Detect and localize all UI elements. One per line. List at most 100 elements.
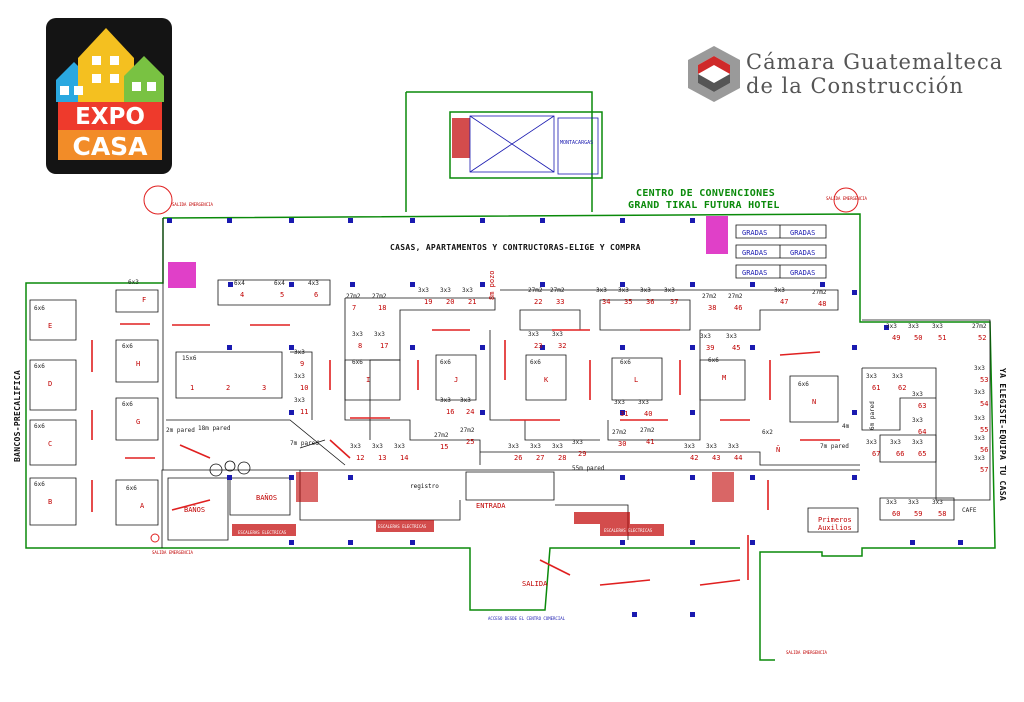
booth-size: 3x3 bbox=[974, 455, 985, 462]
camara-hexagon-icon bbox=[688, 46, 740, 102]
salida-emergencia-4: SALIDA EMERGENCIA bbox=[786, 650, 828, 655]
section-main: CASAS, APARTAMENTOS Y CONTRUCTORAS-ELIGE… bbox=[390, 243, 641, 252]
salida-label: SALIDA bbox=[522, 580, 548, 588]
entrada-label: ENTRADA bbox=[476, 502, 506, 510]
booth-number: 44 bbox=[734, 454, 742, 462]
booth-size: 3x3 bbox=[460, 397, 471, 404]
booth-size: 27m2 bbox=[460, 427, 475, 434]
booth-number: 47 bbox=[780, 298, 788, 306]
booth-number: 8 bbox=[358, 342, 362, 350]
booth-number: 48 bbox=[818, 300, 826, 308]
booth-size: 3x3 bbox=[908, 323, 919, 330]
booth-size: 3x3 bbox=[664, 287, 675, 294]
booth-size: 3x3 bbox=[908, 499, 919, 506]
booth-number: 6 bbox=[314, 291, 318, 299]
booth-number: 36 bbox=[646, 298, 654, 306]
gradas-4: GRADAS bbox=[790, 249, 815, 257]
booth-size: 3x3 bbox=[352, 331, 363, 338]
booth-size: 3x3 bbox=[774, 287, 785, 294]
stand-letter: D bbox=[48, 380, 52, 388]
stand-size: 6x6 bbox=[530, 359, 541, 366]
primeros-label: Primeros bbox=[818, 516, 852, 524]
booth-size: 3x3 bbox=[974, 415, 985, 422]
booth-size: 6x4 bbox=[234, 280, 245, 287]
booth-size: 3x3 bbox=[528, 331, 539, 338]
stand-letter: N bbox=[812, 398, 816, 406]
section-right: YA ELEGISTE-EQUIPA TU CASA bbox=[998, 368, 1007, 501]
booth-number: 12 bbox=[356, 454, 364, 462]
stand-size: 6x6 bbox=[122, 401, 133, 408]
stand-letter: C bbox=[48, 440, 52, 448]
stand-size: 6x6 bbox=[126, 485, 137, 492]
booth-number: 34 bbox=[602, 298, 610, 306]
booth-size: 3x3 bbox=[462, 287, 473, 294]
expocasa-line1: EXPO bbox=[75, 104, 145, 130]
gradas-1: GRADAS bbox=[742, 229, 767, 237]
booth-number: 40 bbox=[644, 410, 652, 418]
booth-size: 27m2 bbox=[612, 429, 627, 436]
gradas-5: GRADAS bbox=[742, 269, 767, 277]
booth-number: 39 bbox=[706, 344, 714, 352]
stand-size: 6x2 bbox=[762, 429, 773, 436]
booth-size: 27m2 bbox=[640, 427, 655, 434]
booth-number: 45 bbox=[732, 344, 740, 352]
escaleras-3: ESCALERAS ELECTRICAS bbox=[604, 528, 653, 533]
booth-number: 11 bbox=[300, 408, 308, 416]
booth-number: 24 bbox=[466, 408, 474, 416]
banos-left: BAÑOS bbox=[184, 505, 205, 514]
salida-emergencia-3: SALIDA EMERGENCIA bbox=[152, 550, 194, 555]
booth-number: 46 bbox=[734, 304, 742, 312]
booth-number: 5 bbox=[280, 291, 284, 299]
flow-arrows bbox=[91, 323, 840, 586]
stairs-hatch bbox=[168, 118, 734, 536]
booth-number: 62 bbox=[898, 384, 906, 392]
booth-number: 17 bbox=[380, 342, 388, 350]
stand-size: 6x6 bbox=[34, 363, 45, 370]
booth-size: 3x3 bbox=[700, 333, 711, 340]
stand-size: 6x6 bbox=[34, 423, 45, 430]
stand-letter: A bbox=[140, 502, 145, 510]
note-pozo: 8m pozo bbox=[488, 270, 496, 300]
auxilios-label: Auxilios bbox=[818, 524, 852, 532]
booth-number: 49 bbox=[892, 334, 900, 342]
booth-number: 58 bbox=[938, 510, 946, 518]
booth-size: 3x3 bbox=[912, 417, 923, 424]
booth-number: 31 bbox=[620, 410, 628, 418]
booth-size: 27m2 bbox=[812, 289, 827, 296]
booth-number: 21 bbox=[468, 298, 476, 306]
booth-number: 64 bbox=[918, 428, 926, 436]
booth-number: 37 bbox=[670, 298, 678, 306]
booth-size: 27m2 bbox=[346, 293, 361, 300]
booth-number: 29 bbox=[578, 450, 586, 458]
booth-number: 7 bbox=[352, 304, 356, 312]
stand-letter: E bbox=[48, 322, 52, 330]
booth-number: 53 bbox=[980, 376, 988, 384]
booth-number: 26 bbox=[514, 454, 522, 462]
note-4m: 4m bbox=[842, 423, 850, 430]
booth-size: 4x3 bbox=[308, 280, 319, 287]
booth-size: 3x3 bbox=[974, 365, 985, 372]
booth-size: 27m2 bbox=[372, 293, 387, 300]
booth-size: 3x3 bbox=[640, 287, 651, 294]
booth-size: 3x3 bbox=[912, 439, 923, 446]
stand-layer: 6x6I6x6J6x6K6x6L6x6M6x6N6x2Ñ6x6E6x6D6x6C… bbox=[34, 279, 816, 510]
booth-number: 43 bbox=[712, 454, 720, 462]
booth-size: 3x3 bbox=[394, 443, 405, 450]
booth-size: 3x3 bbox=[372, 443, 383, 450]
stand-size: 6x6 bbox=[122, 343, 133, 350]
camara-line1: Cámara Guatemalteca bbox=[746, 50, 1004, 74]
booth-size: 3x3 bbox=[684, 443, 695, 450]
stand-letter: H bbox=[136, 360, 140, 368]
stand-letter: I bbox=[366, 376, 370, 384]
booth-size: 3x3 bbox=[726, 333, 737, 340]
booth-number: 38 bbox=[708, 304, 716, 312]
escaleras-2: ESCALERAS ELECTRICAS bbox=[378, 524, 427, 529]
gradas-6: GRADAS bbox=[790, 269, 815, 277]
note-55m: 55m pared bbox=[572, 465, 605, 472]
booth-number: 51 bbox=[938, 334, 946, 342]
stand-size: 6x6 bbox=[798, 381, 809, 388]
hall-num-3: 3 bbox=[262, 384, 266, 392]
booth-size: 3x3 bbox=[614, 399, 625, 406]
booth-number: 32 bbox=[558, 342, 566, 350]
fixtures bbox=[209, 439, 326, 477]
